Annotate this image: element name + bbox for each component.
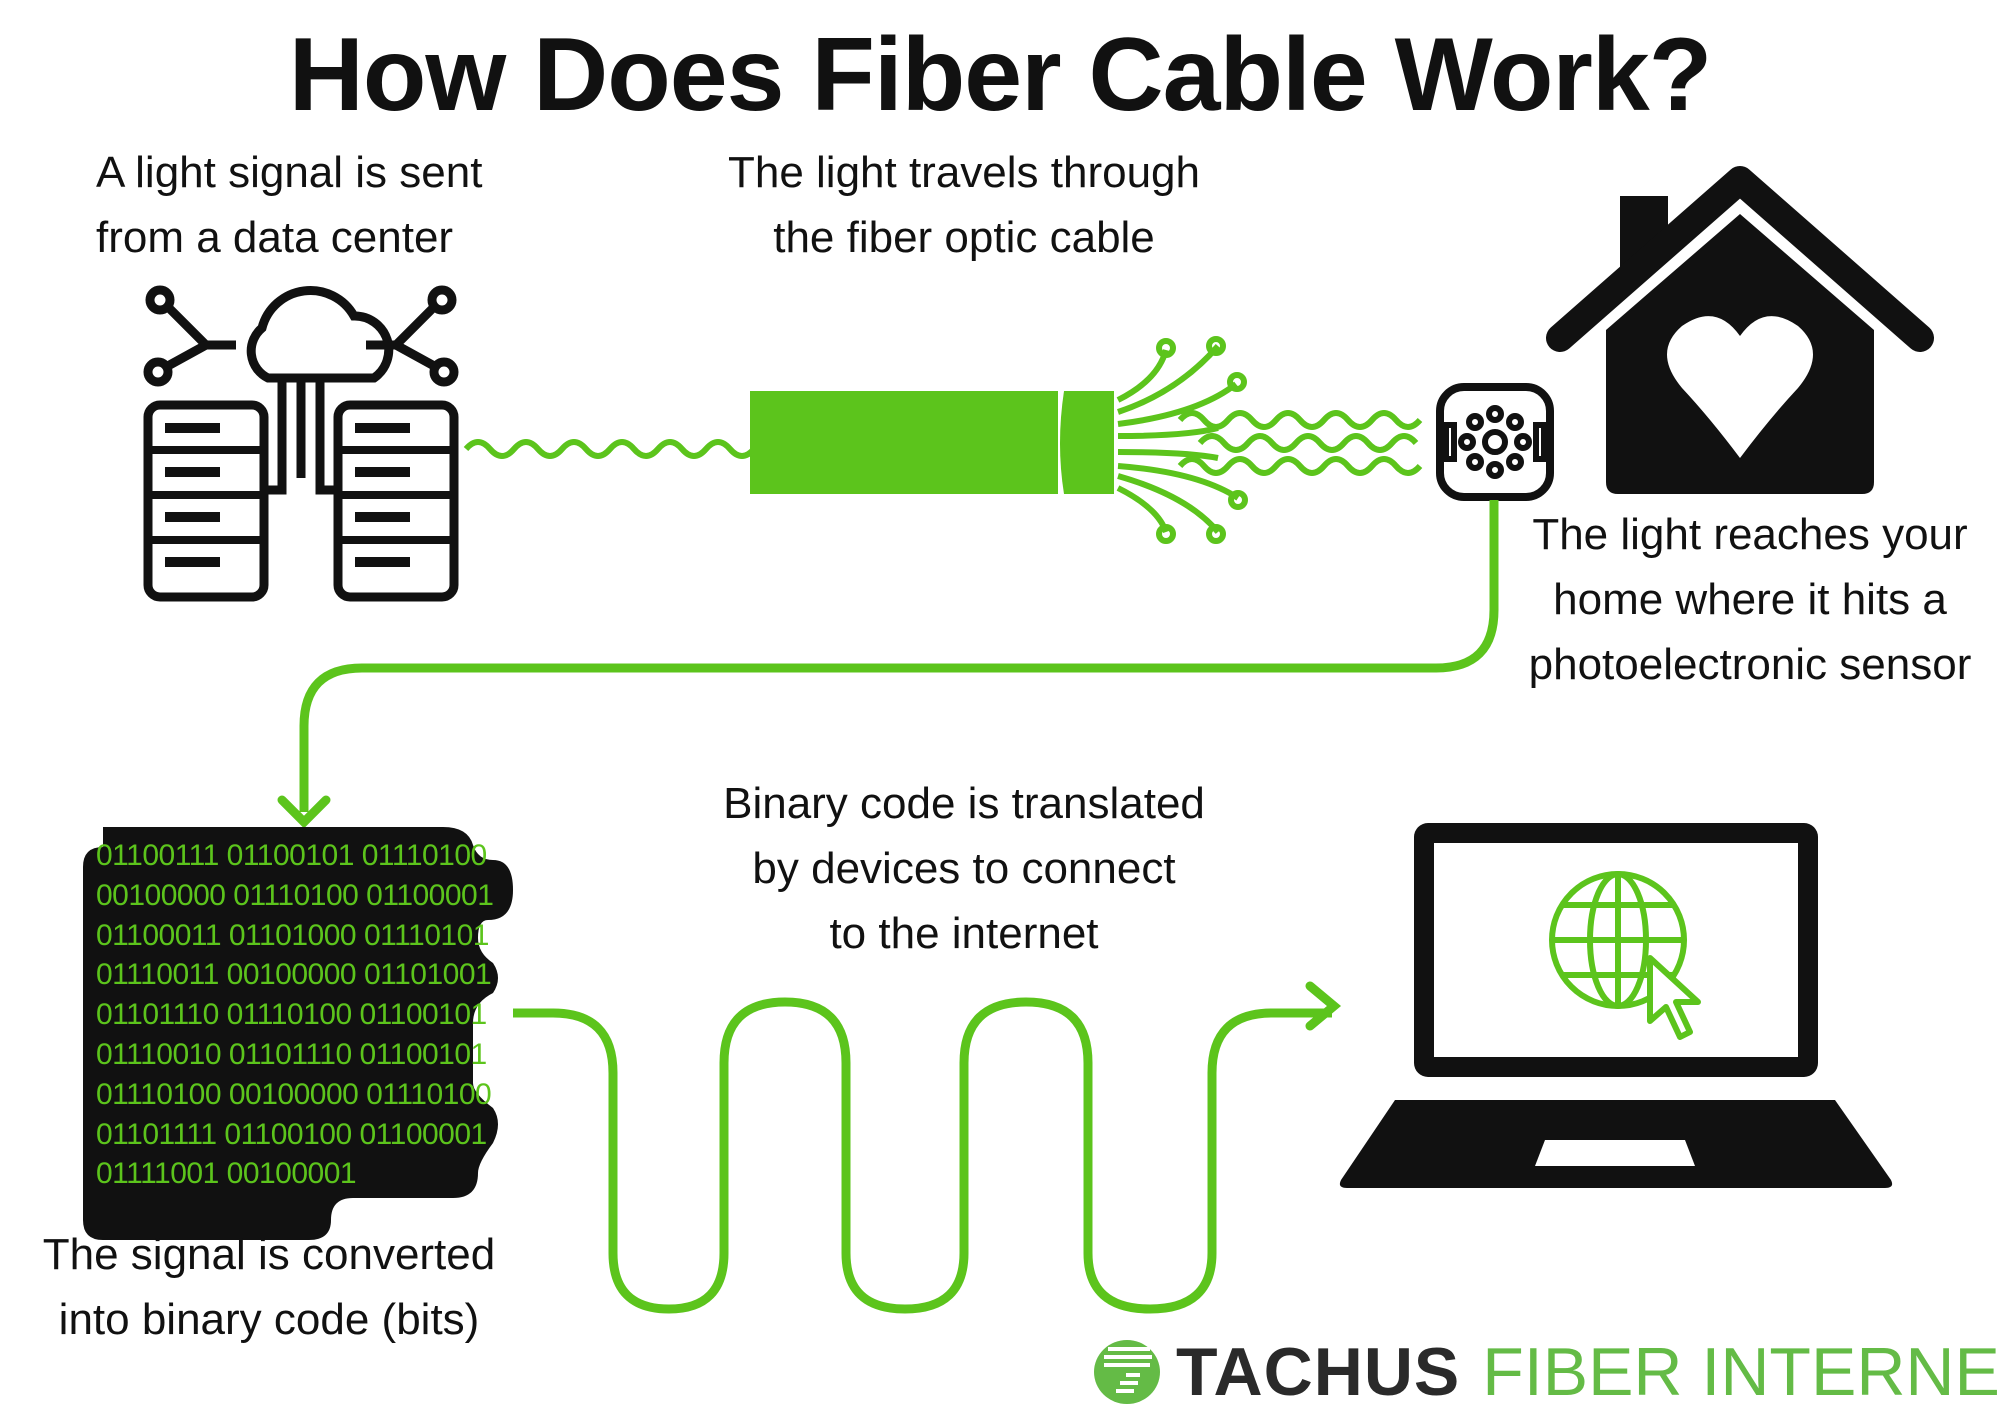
data-transfer-line: [513, 997, 1332, 1314]
arrow-down-icon: [277, 795, 331, 829]
house-heart-icon: [1546, 166, 1934, 494]
signal-route-line: [299, 500, 1499, 812]
server-cloud-icon: [143, 285, 459, 602]
logo-brand: TACHUS: [1176, 1334, 1461, 1410]
logo-tagline: FIBER INTERNET: [1482, 1334, 2000, 1410]
brand-logo: TACHUS FIBER INTERNET: [1176, 1335, 2000, 1410]
laptop-globe-icon: [1339, 823, 1893, 1188]
fiber-cable-icon: [750, 336, 1423, 544]
sensor-icon: [1436, 383, 1554, 501]
light-signal-wave: [463, 439, 757, 459]
binary-code-block: [83, 827, 513, 1240]
arrow-right-icon: [1305, 981, 1342, 1031]
page-title: How Does Fiber Cable Work?: [288, 17, 1713, 133]
tachus-logo-mark: [1094, 1340, 1160, 1404]
